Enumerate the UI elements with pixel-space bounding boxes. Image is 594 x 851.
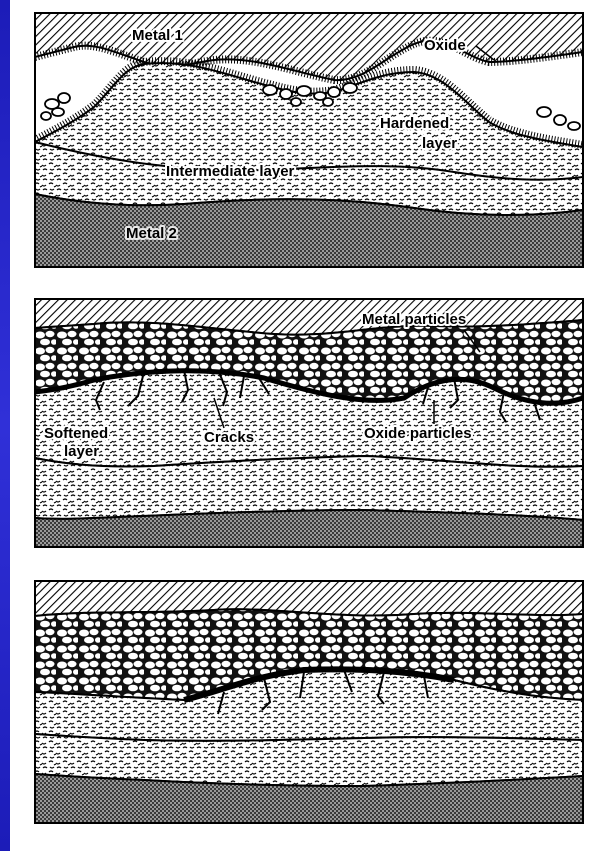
label-hardened: Hardened (380, 115, 449, 132)
label-metal-2: Metal 2 (126, 225, 177, 242)
label-oxide-particles: Oxide particles (364, 425, 472, 442)
side-stripe (0, 0, 10, 851)
label-metal-particles: Metal particles (362, 311, 466, 328)
panel-1-diagram: Metal 1 Oxide Hardened layer Intermediat… (34, 12, 584, 268)
label-metal-1: Metal 1 (132, 27, 183, 44)
label-layer-softened: layer (64, 443, 99, 460)
label-oxide: Oxide (424, 37, 466, 54)
metal-1-region (35, 581, 583, 616)
label-layer-hardened: layer (422, 135, 457, 152)
label-softened: Softened (44, 425, 108, 442)
label-cracks: Cracks (204, 429, 254, 446)
label-intermediate-layer: Intermediate layer (166, 163, 295, 180)
panel-2-diagram: Metal particles Softened layer Cracks Ox… (34, 298, 584, 548)
panel-3-diagram (34, 580, 584, 824)
